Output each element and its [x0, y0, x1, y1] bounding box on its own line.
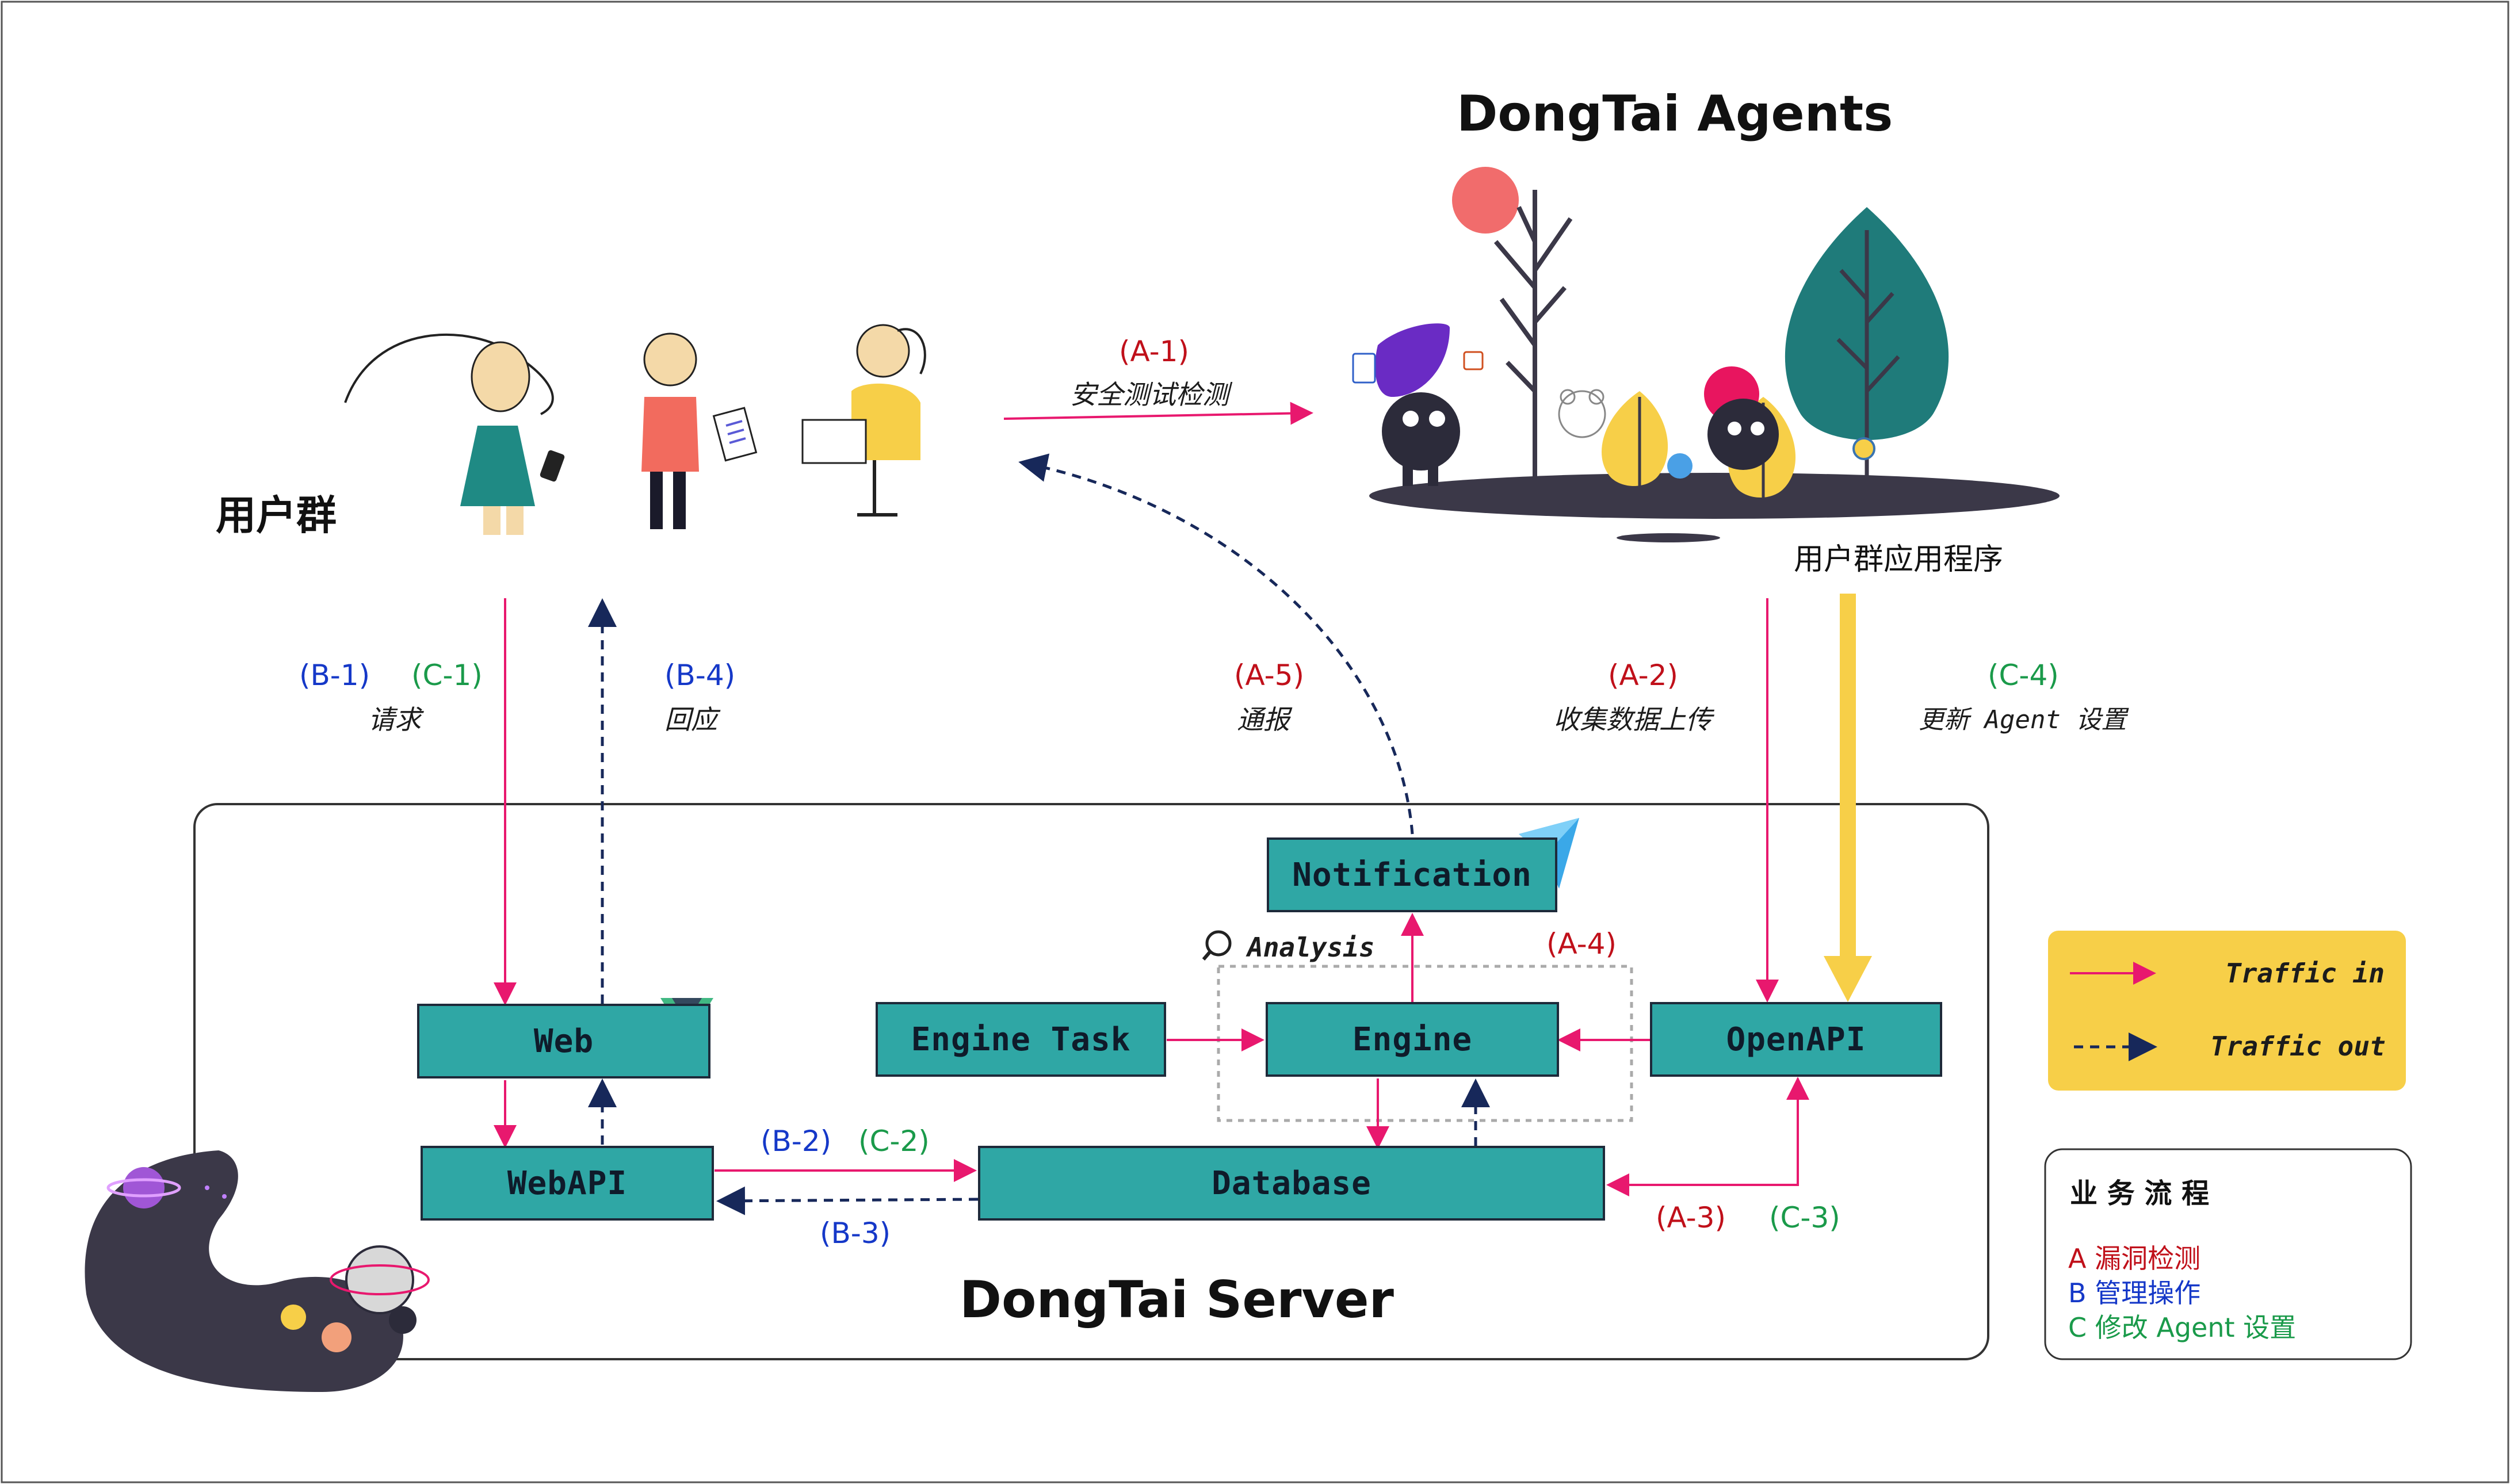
legend-box — [2048, 931, 2406, 1091]
space-illustration — [85, 1150, 430, 1392]
legend-traffic-out: Traffic out — [2210, 1031, 2386, 1062]
flow-a1-text: 安全测试检测 — [1070, 379, 1229, 410]
process-c-letter: C — [2068, 1312, 2087, 1343]
flow-c4-text: 更新 Agent 设置 — [1919, 705, 2127, 735]
server-container — [193, 803, 1989, 1360]
flow-a4-code: (A-4) — [1546, 927, 1617, 961]
server-title: DongTai Server — [960, 1270, 1394, 1329]
database-box: Database — [978, 1146, 1605, 1221]
arrow-a5 — [1018, 453, 1414, 835]
flow-c3-code: (C-3) — [1769, 1201, 1840, 1234]
legend-traffic-in: Traffic in — [2225, 958, 2385, 989]
process-box — [2044, 1148, 2412, 1360]
arrow-a3 — [1606, 1078, 1799, 1196]
openapi-box: OpenAPI — [1650, 1002, 1942, 1077]
engine-box: Engine — [1266, 1002, 1559, 1077]
process-title: 业 务 流 程 — [2070, 1177, 2210, 1210]
user-group-illustration — [344, 324, 926, 535]
flow-b1-text: 请求 — [368, 704, 421, 735]
agents-illustration — [1352, 167, 2060, 542]
arrow-a1 — [1003, 401, 1313, 425]
arrow-b3 — [716, 1186, 979, 1215]
user-apps-label: 用户群应用程序 — [1794, 542, 2004, 577]
engine-task-box: Engine Task — [876, 1002, 1166, 1077]
flow-c2-code: (C-2) — [858, 1125, 930, 1158]
flow-a2-text: 收集数据上传 — [1553, 704, 1712, 735]
web-box: Web — [417, 1004, 710, 1078]
notification-box: Notification — [1267, 837, 1557, 912]
flow-a3-code: (A-3) — [1656, 1201, 1726, 1234]
user-group-title: 用户群 — [216, 492, 337, 539]
flow-a5-text: 通报 — [1237, 704, 1290, 735]
process-c-text: 修改 Agent 设置 — [2095, 1312, 2297, 1343]
process-b: B 管理操作 — [2068, 1272, 2200, 1310]
flow-c1-code: (C-1) — [411, 659, 483, 692]
agents-title: DongTai Agents — [1457, 85, 1893, 143]
process-c: C 修改 Agent 设置 — [2068, 1307, 2296, 1345]
flow-a1-code: (A-1) — [1119, 335, 1189, 368]
magnifier-icon — [1205, 930, 1232, 957]
flow-a5-code: (A-5) — [1234, 659, 1304, 692]
flow-b4-code: (B-4) — [664, 659, 736, 692]
flow-a2-code: (A-2) — [1608, 659, 1678, 692]
flow-b2-code: (B-2) — [761, 1125, 832, 1158]
analysis-region — [1217, 965, 1633, 1122]
webapi-box: WebAPI — [421, 1146, 714, 1221]
flow-c4-code: (C-4) — [1988, 659, 2059, 692]
flow-b4-text: 回应 — [664, 704, 717, 735]
flow-b1-code: (B-1) — [299, 659, 370, 692]
process-b-letter: B — [2068, 1278, 2087, 1309]
analysis-label: Analysis — [1247, 932, 1375, 963]
process-a: A 漏洞检测 — [2068, 1238, 2200, 1276]
flow-b3-code: (B-3) — [820, 1217, 891, 1250]
process-a-letter: A — [2068, 1243, 2087, 1274]
process-a-text: 漏洞检测 — [2095, 1243, 2201, 1274]
process-b-text: 管理操作 — [2095, 1278, 2201, 1309]
